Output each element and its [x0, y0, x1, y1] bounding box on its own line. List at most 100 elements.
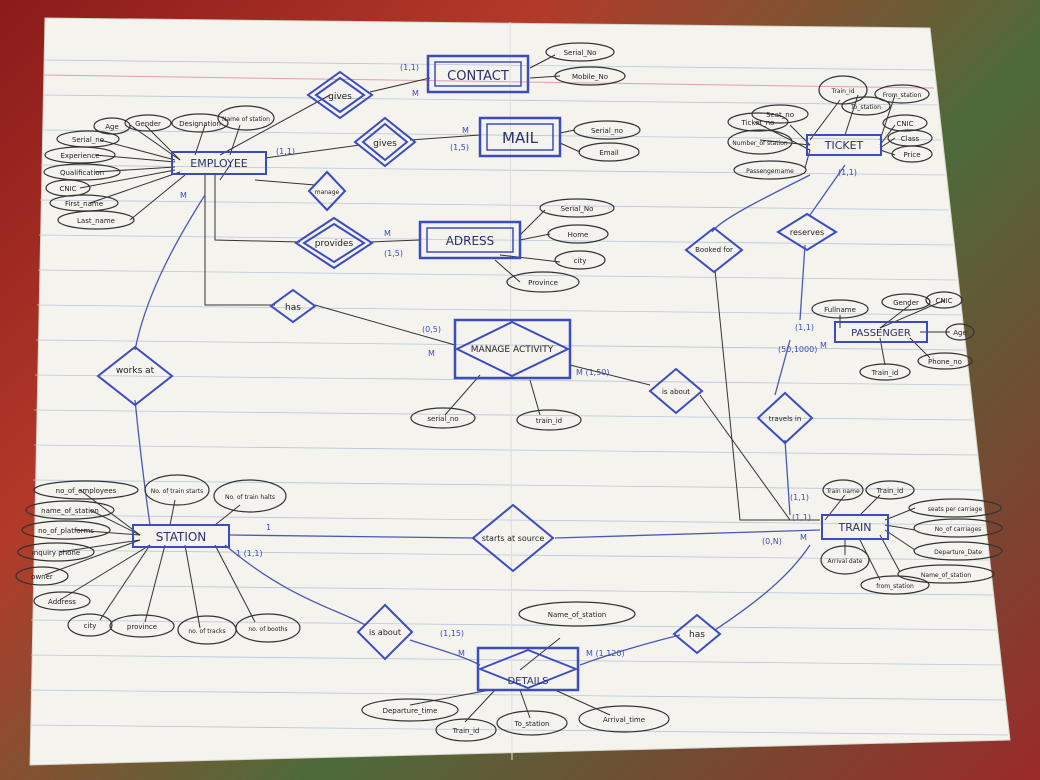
svg-text:provides: provides	[315, 239, 354, 249]
entity-manage-label: MANAGE ACTIVITY	[471, 345, 554, 355]
svg-text:Train_id: Train_id	[871, 369, 899, 377]
entity-train-label: TRAIN	[838, 521, 872, 534]
attr-d-name-station: Name_of_station	[518, 601, 636, 627]
rel-manage: manage	[307, 170, 347, 212]
svg-text:Seat_no: Seat_no	[766, 111, 794, 119]
svg-text:Age: Age	[953, 329, 967, 337]
entity-station-label: STATION	[156, 530, 207, 544]
svg-text:gives: gives	[328, 92, 352, 102]
svg-text:from_station: from_station	[876, 583, 914, 590]
entity-mail-label: MAIL	[502, 129, 539, 147]
svg-text:Number_of station: Number_of station	[732, 140, 788, 147]
svg-text:starts at source: starts at source	[482, 534, 545, 543]
svg-text:M: M	[458, 649, 465, 658]
relationship-diamonds: gives gives manage provides has works at…	[96, 70, 838, 661]
margin-line	[43, 74, 935, 89]
svg-text:M: M	[462, 126, 469, 135]
attr-s-platforms: no_of_platforms	[21, 520, 111, 540]
entity-manage-activity: MANAGE ACTIVITY	[453, 318, 572, 380]
entity-train: TRAIN	[821, 514, 889, 540]
svg-text:Serial_no: Serial_no	[591, 127, 623, 135]
attr-s-booths: no. of booths	[235, 613, 301, 643]
svg-text:Mobile_No: Mobile_No	[572, 73, 608, 81]
svg-text:Qualification: Qualification	[60, 169, 104, 177]
svg-text:Serial_no: Serial_no	[72, 136, 104, 144]
connector-lines	[44, 54, 950, 723]
svg-text:(1,1): (1,1)	[790, 493, 809, 502]
svg-text:(1,5): (1,5)	[450, 143, 469, 152]
svg-text:Arrival_time: Arrival_time	[603, 716, 645, 724]
rel-works-at: works at	[96, 345, 174, 407]
rel-starts-at-source: starts at source	[471, 503, 555, 573]
svg-text:M: M	[412, 89, 419, 98]
entity-contact-label: CONTACT	[447, 69, 509, 84]
svg-text:CNIC: CNIC	[59, 185, 76, 193]
attr-s-province: province	[109, 614, 175, 638]
entity-contact: CONTACT	[426, 54, 530, 94]
svg-text:Home: Home	[568, 231, 589, 239]
svg-text:Ticket_no: Ticket_no	[741, 119, 775, 127]
attr-emp-designation: Designation	[171, 113, 229, 133]
attr-s-name: name_of_station	[25, 500, 115, 520]
svg-text:Train_id: Train_id	[831, 88, 855, 95]
svg-text:Price: Price	[903, 151, 920, 159]
attr-adr-serial: Serial_No	[539, 198, 615, 218]
attr-m-train: train_id	[516, 409, 582, 431]
svg-text:Passengername: Passengername	[746, 168, 794, 175]
svg-text:Last_name: Last_name	[77, 217, 115, 225]
attr-tr-id: Train_id	[865, 480, 915, 500]
attr-s-employees: no_of_employees	[33, 480, 139, 500]
entity-adress-label: ADRESS	[446, 234, 495, 248]
svg-text:inquiry phone: inquiry phone	[32, 549, 80, 557]
attr-tr-carriages: No_of carriages	[913, 518, 1003, 538]
entity-mail: MAIL	[478, 116, 562, 158]
attr-p-gender: Gender	[881, 293, 931, 311]
svg-text:city: city	[574, 257, 587, 265]
rel-gives-mail: gives	[353, 116, 417, 168]
attr-p-fullname: Fullname	[811, 299, 869, 319]
rel-gives-contact: gives	[306, 70, 374, 120]
svg-text:M: M	[820, 341, 827, 350]
svg-text:1: 1	[266, 523, 271, 532]
attr-t-to: To_station	[841, 96, 891, 116]
attr-adr-home: Home	[547, 224, 609, 244]
attr-p-age: Age	[945, 323, 975, 341]
entity-employee: EMPLOYEE	[171, 151, 267, 175]
entity-ticket: TICKET	[806, 134, 882, 156]
attr-d-train: Train_id	[435, 718, 497, 742]
svg-text:No. of train starts: No. of train starts	[151, 488, 204, 495]
attr-emp-qualification: Qualification	[43, 163, 121, 181]
svg-text:M: M	[428, 349, 435, 358]
attr-adr-city: city	[554, 250, 606, 270]
attr-t-passengers: Passengername	[733, 160, 807, 180]
svg-text:(1,1): (1,1)	[276, 147, 295, 156]
svg-text:has: has	[285, 303, 301, 313]
attr-p-phone: Phone_no	[917, 352, 973, 370]
svg-text:Phone_no: Phone_no	[928, 358, 962, 366]
entity-details: DETAILS	[476, 646, 580, 692]
svg-text:(1,1): (1,1)	[795, 323, 814, 332]
svg-text:Email: Email	[599, 149, 618, 157]
attr-contact-mobile: Mobile_No	[554, 66, 626, 86]
attr-t-seat: Seat_no	[751, 104, 809, 124]
attr-t-ticket: Ticket_no	[727, 112, 789, 132]
svg-text:works at: works at	[116, 366, 155, 376]
svg-text:Serial_No: Serial_No	[561, 205, 594, 213]
svg-text:Fullname: Fullname	[824, 306, 856, 314]
attr-mail-serial: Serial_no	[573, 120, 641, 140]
svg-text:Train_id: Train_id	[876, 487, 904, 495]
blue-connector-lines	[134, 164, 846, 666]
entity-passenger-label: PASSENGER	[851, 328, 911, 339]
rel-provides: provides	[294, 216, 374, 270]
svg-text:no_of_employees: no_of_employees	[56, 487, 117, 495]
attr-s-city: city	[67, 613, 113, 637]
svg-text:Departure_Date: Departure_Date	[934, 549, 982, 556]
attr-p-train: Train_id	[859, 363, 911, 381]
cardinality-labels: (1,1) M M (1,5) (1,1) M (1,5) (0,5) M M …	[180, 63, 857, 658]
rel-is-about-details: is about	[356, 603, 414, 661]
rel-booked-for: Booked for	[684, 226, 744, 274]
attr-s-trains-halts: No. of train halts	[213, 479, 287, 513]
svg-text:owner: owner	[31, 573, 53, 581]
svg-text:(1,1): (1,1)	[400, 63, 419, 72]
